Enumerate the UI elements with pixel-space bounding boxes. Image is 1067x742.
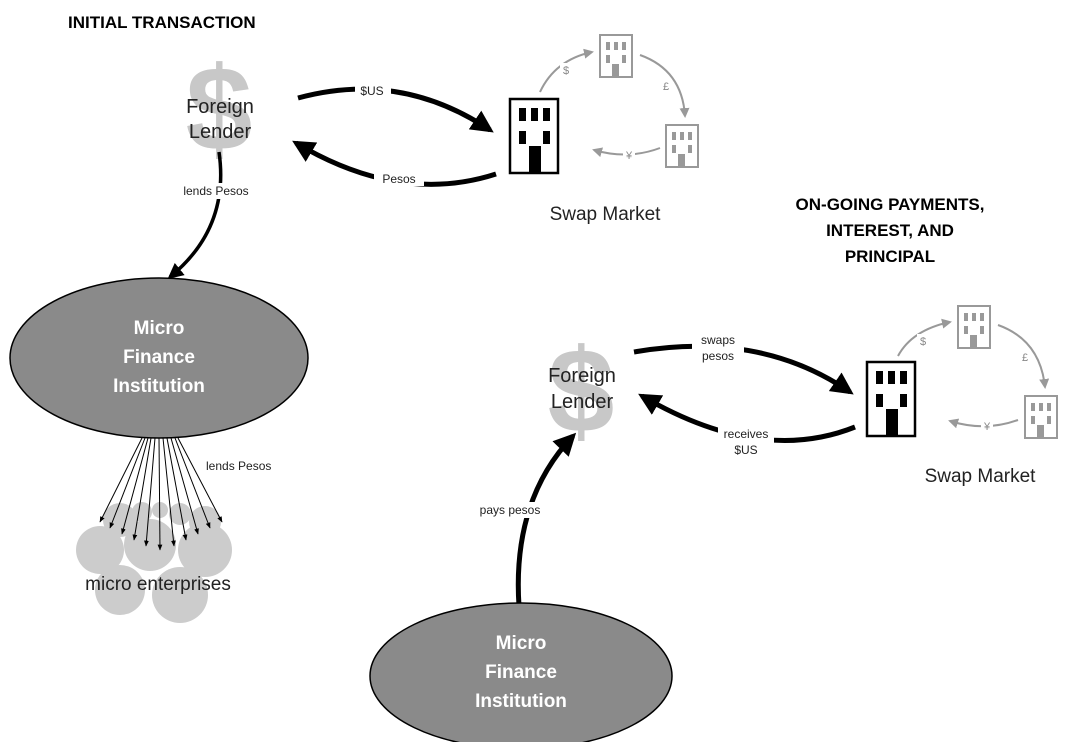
- mfi-1-line2: Finance: [123, 347, 195, 368]
- swap-market-2: $ £ ¥: [865, 305, 1058, 439]
- initial-heading: INITIAL TRANSACTION: [68, 13, 256, 32]
- receives-usd-line1: receives: [724, 427, 769, 441]
- ongoing-lender-line2: Lender: [551, 391, 614, 413]
- swaps-pesos-arrow: [633, 343, 854, 395]
- receives-usd-line2: $US: [734, 443, 757, 457]
- small-building-icon: [1024, 395, 1058, 439]
- cycle-arrow: [997, 324, 1050, 389]
- micro-enterprises-label: micro enterprises: [85, 574, 231, 595]
- swap-market-label-2: Swap Market: [925, 466, 1037, 487]
- mfi-1-line1: Micro: [134, 318, 185, 339]
- micro-enterprises-cluster: [76, 502, 232, 623]
- dollar-symbol: $: [563, 65, 569, 77]
- swap-market-label-1: Swap Market: [550, 204, 662, 225]
- mfi-2-line3: Institution: [475, 691, 567, 712]
- swaps-pesos-line1: swaps: [701, 333, 735, 347]
- mfi-2-line1: Micro: [496, 633, 547, 654]
- mfi-1-line3: Institution: [113, 376, 205, 397]
- initial-lender-line1: Foreign: [186, 96, 254, 118]
- small-building-icon: [957, 305, 991, 349]
- pays-pesos-arrow: [515, 432, 577, 607]
- initial-lender-line2: Lender: [189, 121, 252, 143]
- yen-symbol: ¥: [983, 421, 991, 433]
- mfi-node-2: [369, 602, 673, 742]
- ongoing-heading-line3: PRINCIPAL: [845, 247, 935, 266]
- ongoing-lender-line1: Foreign: [548, 365, 616, 387]
- main-building-icon: [865, 360, 917, 438]
- lends-to-mfi-label: lends Pesos: [183, 184, 248, 198]
- lends-to-micro-arrows: [99, 437, 223, 551]
- small-building-icon: [599, 34, 633, 78]
- main-building-icon: [508, 97, 560, 175]
- pays-pesos-label: pays pesos: [480, 503, 541, 517]
- small-building-icon: [665, 124, 699, 168]
- pound-symbol: £: [663, 81, 669, 93]
- ongoing-heading-line2: INTEREST, AND: [826, 221, 954, 240]
- lends-to-mfi-arrow: [167, 151, 223, 279]
- initial-usd-label: $US: [360, 84, 383, 98]
- initial-usd-arrow: [297, 86, 494, 133]
- swap-market-1: $ £ ¥: [508, 34, 699, 175]
- yen-symbol: ¥: [625, 150, 633, 162]
- ongoing-heading-line1: ON-GOING PAYMENTS,: [796, 195, 985, 214]
- pound-symbol: £: [1022, 352, 1028, 364]
- mfi-2-line2: Finance: [485, 662, 557, 683]
- lends-to-micro-label: lends Pesos: [206, 459, 271, 473]
- initial-pesos-label: Pesos: [382, 172, 415, 186]
- cycle-arrow: [639, 54, 690, 118]
- swaps-pesos-line2: pesos: [702, 349, 734, 363]
- dollar-symbol: $: [920, 336, 926, 348]
